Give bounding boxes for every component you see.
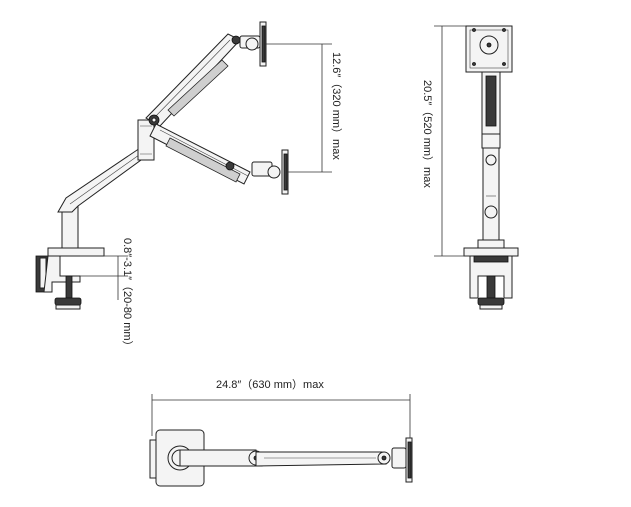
side-view: 12.6″（320 mm）max 0.8″-3.1″（20-80 mm）: [35, 21, 343, 352]
front-clamp: [463, 239, 519, 310]
reach-label: 24.8″（630 mm）max: [216, 378, 324, 391]
front-view: 20.5″（520 mm）max: [421, 25, 519, 310]
top-view: 24.8″（630 mm）max: [149, 378, 413, 487]
top-arm-segment-2: [255, 451, 387, 467]
upper-arm-raised: [145, 21, 267, 127]
pole: [57, 119, 155, 249]
dimension-arm-height: 12.6″（320 mm）max: [266, 43, 343, 173]
dimension-clamp-range: 0.8″-3.1″（20-80 mm）: [80, 238, 134, 352]
vesa-plate: [465, 25, 513, 73]
dimension-pole-height: 20.5″（520 mm）max: [421, 25, 470, 257]
desk-clamp: [35, 247, 105, 310]
clamp-range-label: 0.8″-3.1″（20-80 mm）: [121, 238, 134, 352]
lower-arm-lowered: [149, 123, 289, 195]
pole-height-label: 20.5″（520 mm）max: [421, 80, 434, 188]
arm-height-label: 12.6″（320 mm）max: [330, 52, 343, 160]
dimension-reach: 24.8″（630 mm）max: [151, 378, 411, 438]
